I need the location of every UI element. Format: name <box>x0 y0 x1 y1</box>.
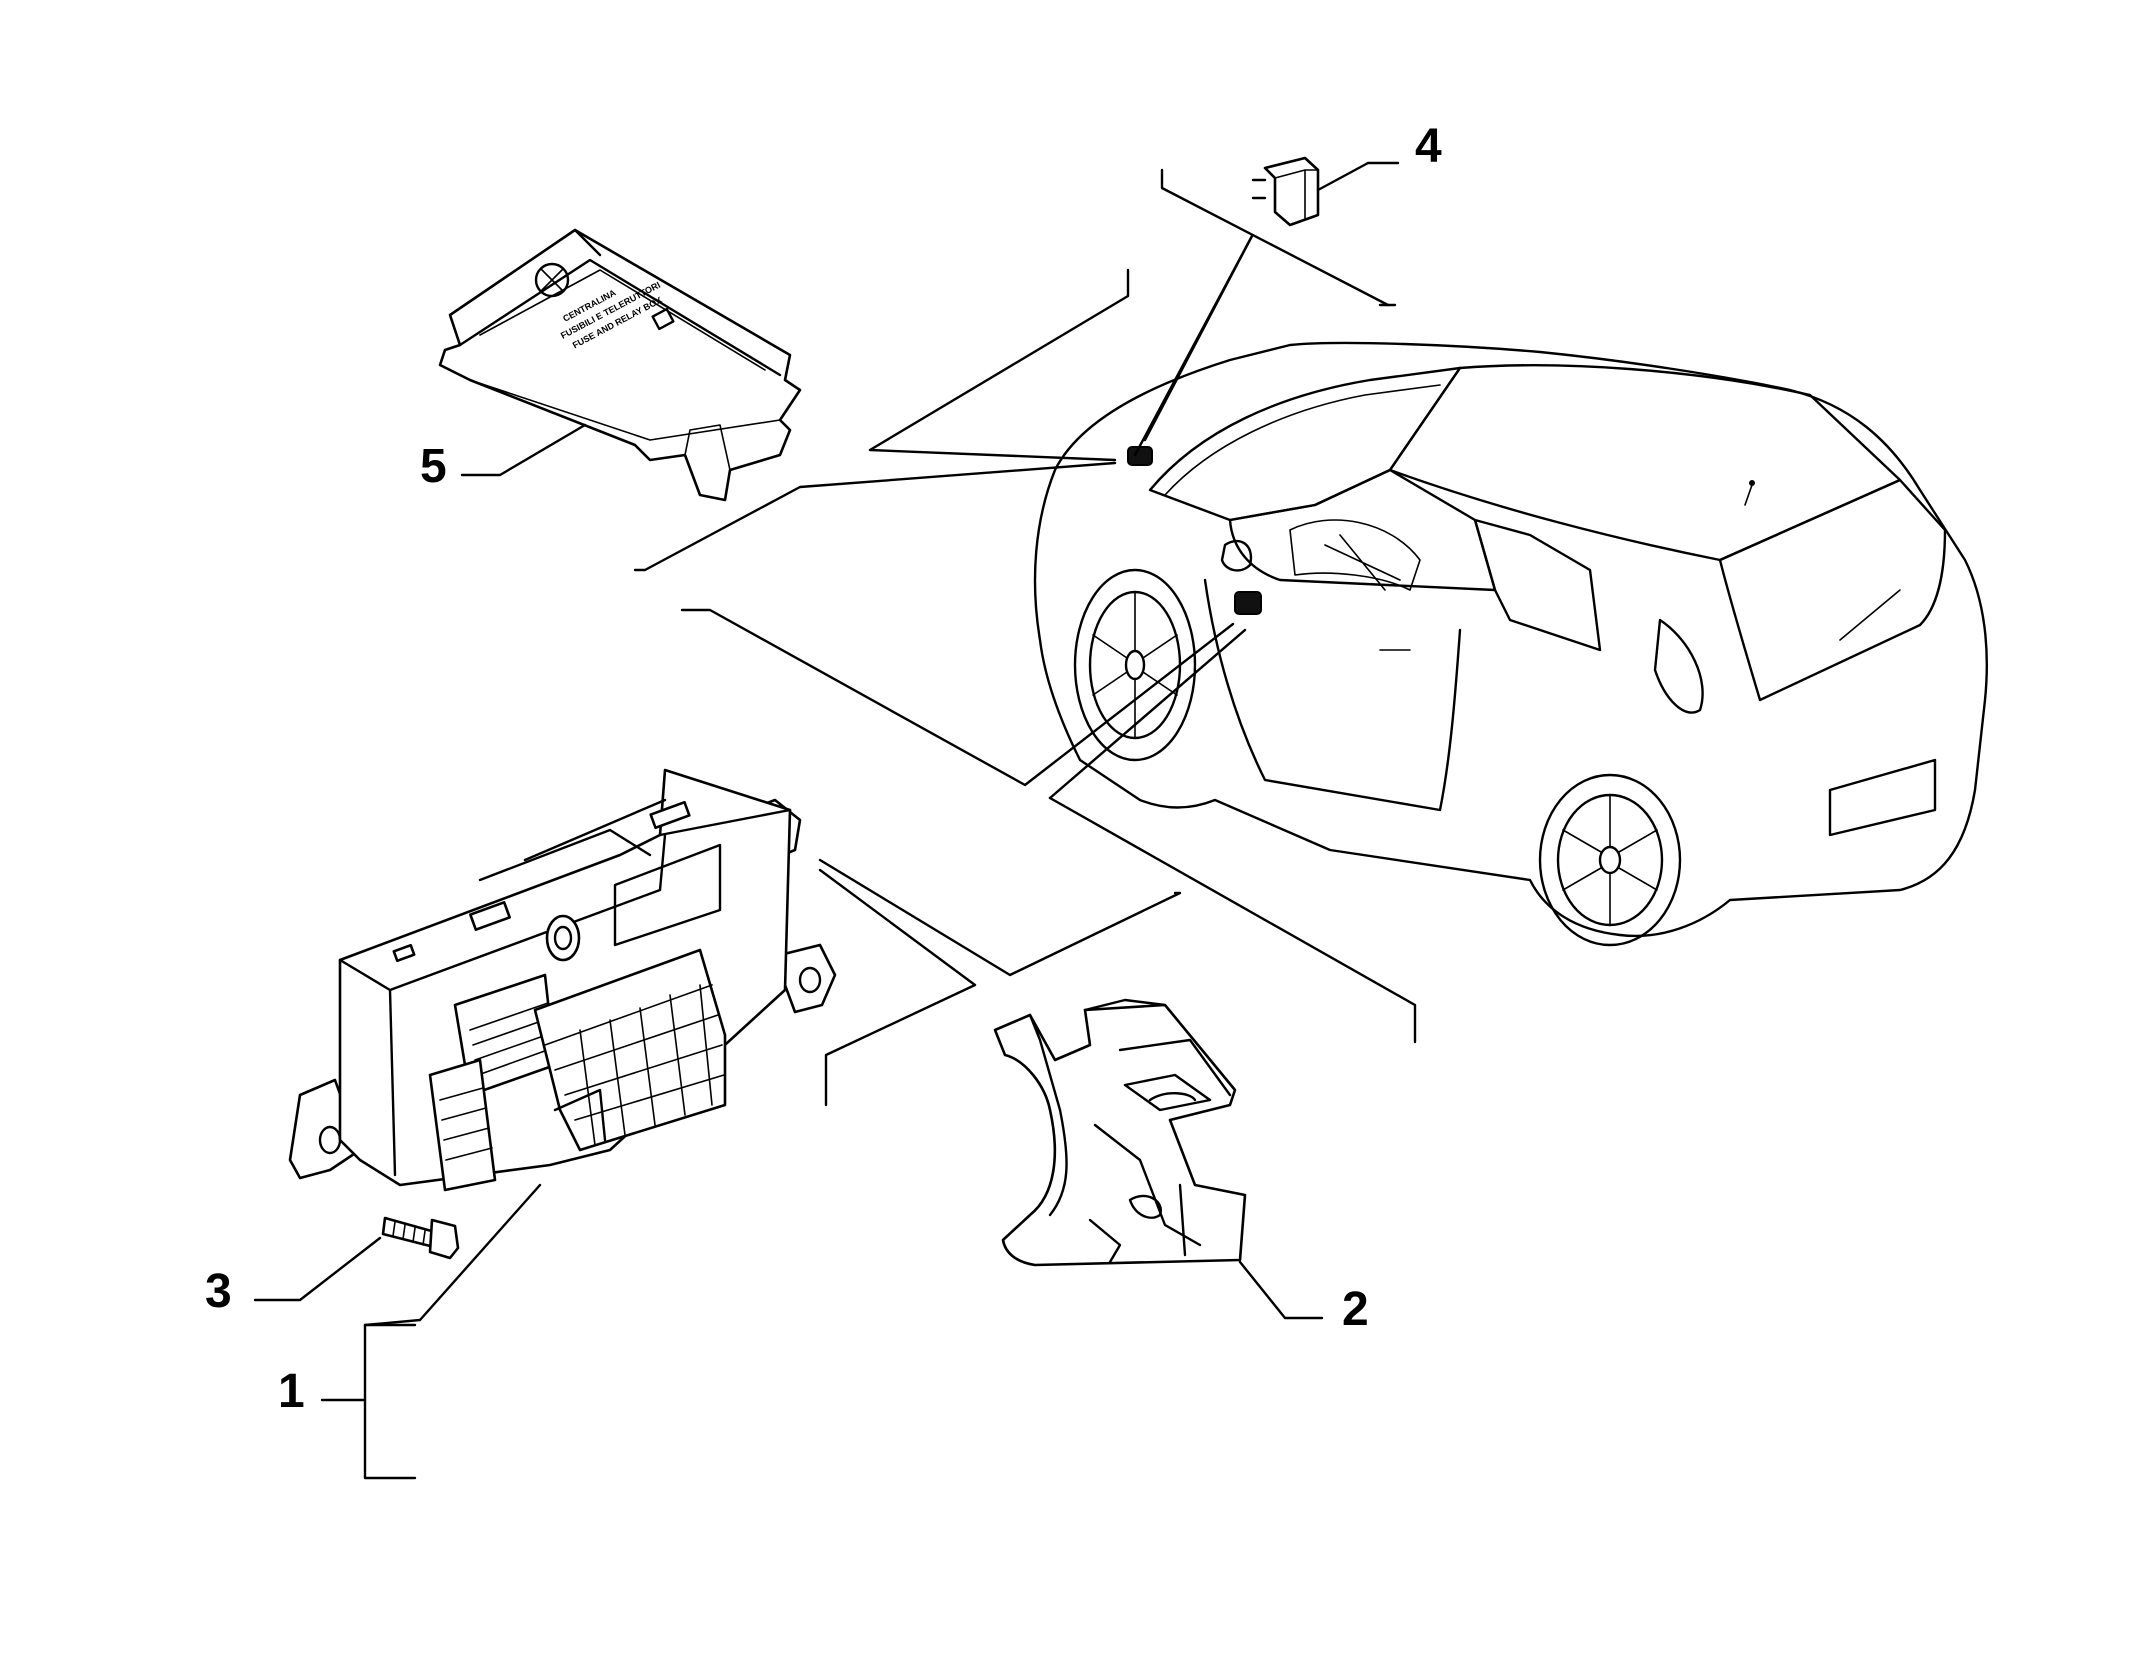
relay-part <box>1251 156 1320 227</box>
rear-wheel <box>1538 773 1682 947</box>
callout-2: 2 <box>1342 1283 1369 1336</box>
leader-5 <box>460 423 587 477</box>
leader-1-bracket <box>320 1323 417 1480</box>
leader-2 <box>1238 1260 1324 1320</box>
callout-1: 1 <box>278 1365 305 1418</box>
body-computer-unit <box>288 768 837 1192</box>
relay-box-cover: CENTRALINA FUSIBILI E TELERUTTORI FUSE A… <box>438 228 802 502</box>
leader-4 <box>1316 161 1400 192</box>
car-illustration <box>1033 341 1989 947</box>
callout-numbers: 5 4 3 2 1 <box>205 120 1442 1418</box>
callout-leaders <box>253 161 1400 1480</box>
leader-3 <box>253 1236 382 1302</box>
bracket-part <box>993 998 1247 1267</box>
callout-3: 3 <box>205 1265 232 1318</box>
leader-lines <box>633 168 1417 1107</box>
callout-5: 5 <box>420 440 447 493</box>
leader-1-tail <box>363 1183 542 1327</box>
bolt-part <box>381 1216 460 1260</box>
callout-4: 4 <box>1415 120 1442 173</box>
